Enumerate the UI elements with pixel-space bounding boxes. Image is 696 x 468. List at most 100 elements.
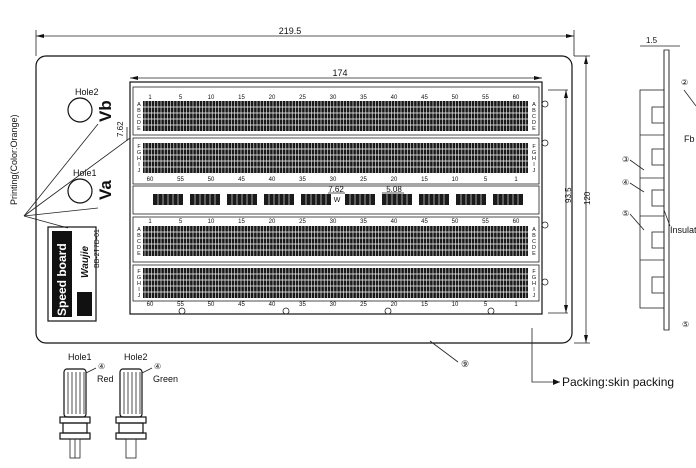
row-letter: A <box>137 102 141 108</box>
row-letter: J <box>533 293 536 299</box>
base-plate <box>35 55 573 344</box>
column-number: 20 <box>269 95 276 101</box>
side-insulation-label: Insulat <box>670 225 696 235</box>
column-number: 1 <box>514 177 518 183</box>
row-letter: D <box>137 245 141 251</box>
hole1-label: Hole1 <box>73 168 97 178</box>
hole2-label: Hole2 <box>75 87 99 97</box>
row-letter: D <box>532 245 536 251</box>
column-number: 60 <box>513 219 520 225</box>
column-number: 55 <box>482 95 489 101</box>
board-width-dimension: 174 <box>130 68 542 80</box>
column-number: 50 <box>452 219 459 225</box>
row-letter: B <box>532 108 536 114</box>
lower-terminal-holes-2 <box>143 268 528 298</box>
column-number: 60 <box>147 302 154 308</box>
callout-side-1: ② <box>681 78 688 87</box>
row-letter: E <box>532 251 536 257</box>
column-number: 15 <box>238 219 245 225</box>
upper-terminal-strip <box>132 86 540 136</box>
side-thickness-label: 1.5 <box>646 36 658 45</box>
row-letter: C <box>137 239 141 245</box>
pitch-label-mid: 7.62 <box>328 185 344 194</box>
row-letter: H <box>532 156 536 162</box>
row-letter: E <box>137 251 141 257</box>
lower-terminal-strip <box>132 216 540 263</box>
logo-mark <box>77 292 92 316</box>
column-number: 15 <box>421 177 428 183</box>
column-number: 55 <box>482 219 489 225</box>
column-number: 20 <box>391 302 398 308</box>
column-number: 30 <box>330 302 337 308</box>
row-letter: F <box>532 269 536 275</box>
board-width-label: 174 <box>332 68 347 78</box>
row-letter: J <box>138 168 141 174</box>
column-number: 45 <box>238 302 245 308</box>
column-number: 40 <box>269 177 276 183</box>
column-number: 35 <box>299 302 306 308</box>
column-number: 15 <box>238 95 245 101</box>
upper-terminal-holes <box>143 101 528 131</box>
column-number: 5 <box>484 302 488 308</box>
row-letter: I <box>138 287 140 293</box>
packing-label: Packing:skin packing <box>562 375 674 389</box>
overall-width-dimension: 219.5 <box>35 26 575 56</box>
column-number: 20 <box>269 219 276 225</box>
column-number: 35 <box>360 95 367 101</box>
terminal-hole1-label: Hole1 <box>68 352 92 362</box>
row-letter: E <box>137 126 141 132</box>
column-number: 55 <box>177 177 184 183</box>
row-letter: G <box>137 275 141 281</box>
spacing-label: 5.08 <box>386 185 402 194</box>
row-letter: A <box>532 102 536 108</box>
board-height-dimension: 93.5 <box>548 89 573 314</box>
callout-side-2: ③ <box>622 155 629 164</box>
column-number: 10 <box>208 219 215 225</box>
column-number: 1 <box>148 219 152 225</box>
row-letter: A <box>532 227 536 233</box>
logo-panel: Speed board Waujie BB-2T7D-01 <box>47 226 101 322</box>
column-number: 40 <box>391 219 398 225</box>
column-number: 45 <box>238 177 245 183</box>
logo-speed-board: Speed board <box>55 243 69 316</box>
terminal-hole2-label: Hole2 <box>124 352 148 362</box>
green-label: Green <box>153 374 178 384</box>
column-number: 60 <box>147 177 154 183</box>
row-letter: G <box>532 150 536 156</box>
column-number: 25 <box>360 177 367 183</box>
vb-label: Vb <box>96 100 115 122</box>
upper-terminal-strip-2 <box>132 137 540 185</box>
column-number: 55 <box>177 302 184 308</box>
column-number: 15 <box>421 302 428 308</box>
row-letter: D <box>137 120 141 126</box>
printing-label: Printing(Color:Orange) <box>9 114 19 205</box>
side-view: 1.5 ② Fb ③ ④ ⑤ Insulat ⑤ <box>622 36 696 331</box>
power-bus-blocks <box>153 194 523 205</box>
row-letter: C <box>532 114 536 120</box>
row-letter: D <box>532 120 536 126</box>
column-number: 20 <box>391 177 398 183</box>
callout-side-5: ⑤ <box>682 320 689 329</box>
lower-terminal-holes <box>143 226 528 256</box>
column-number: 50 <box>452 95 459 101</box>
red-label: Red <box>97 374 114 384</box>
pitch-label: 7.62 <box>116 121 125 137</box>
column-number: 40 <box>391 95 398 101</box>
row-letter: H <box>137 281 141 287</box>
terminal-hole1: Hole1 ④ Red <box>59 352 114 459</box>
row-letter: A <box>137 227 141 233</box>
row-letter: I <box>138 162 140 168</box>
upper-terminal-holes-2 <box>143 143 528 173</box>
column-number: 1 <box>514 302 518 308</box>
callout-green: ④ <box>154 362 161 371</box>
column-number: 50 <box>208 302 215 308</box>
row-letter: H <box>137 156 141 162</box>
column-number: 5 <box>179 219 183 225</box>
logo-model: BB-2T7D-01 <box>94 229 101 268</box>
callout-side-3: ④ <box>622 178 629 187</box>
w-mark: W <box>334 197 341 204</box>
hole-grid-texture <box>143 101 528 298</box>
